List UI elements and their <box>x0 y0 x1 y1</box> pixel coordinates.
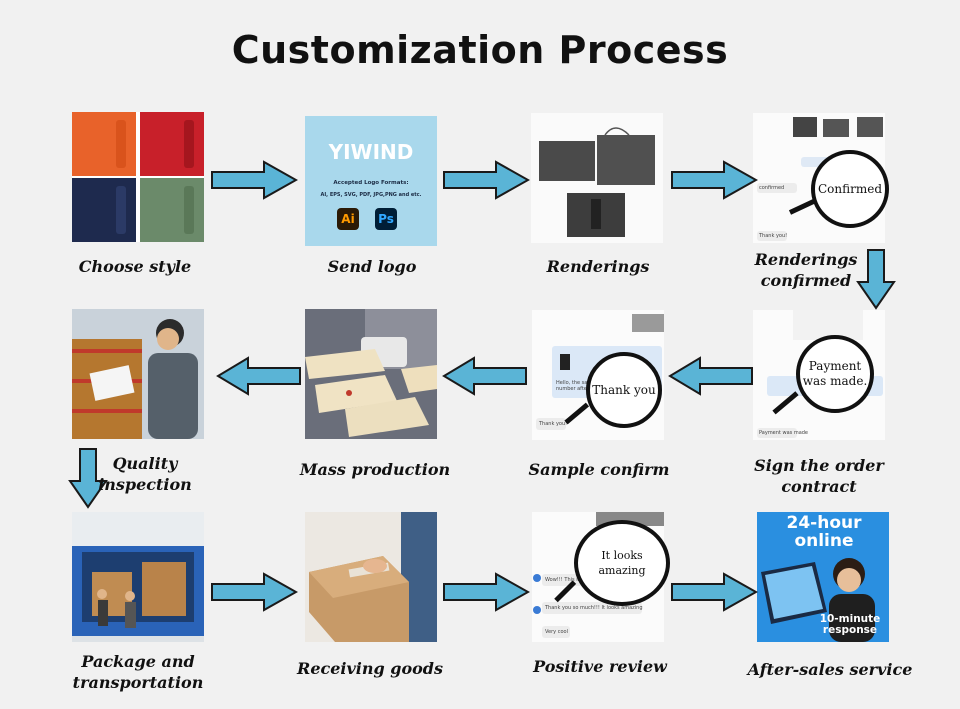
chat-sample-thank-text: Thank you! <box>539 421 568 427</box>
chat-confirmed-text: confirmed <box>759 185 785 191</box>
formats-list: AI, EPS, SVG, PDF, JPG,PNG and etc. <box>320 192 422 198</box>
magnifier-confirmed: Confirmed <box>811 150 889 228</box>
arrow-left-icon <box>216 356 301 396</box>
chat-verycool-text: Very cool <box>545 629 568 635</box>
arrow-down-icon <box>68 448 108 509</box>
arrow-right-icon <box>671 160 758 200</box>
response-badge: 10-minute response <box>819 613 881 636</box>
chat-thank-text: Thank you! <box>759 233 788 239</box>
production-line-photo <box>305 309 437 439</box>
illustrator-icon: Ai <box>337 208 359 230</box>
arrow-right-icon <box>211 160 298 200</box>
step-label: Package and transportation <box>72 652 204 692</box>
step-card-send-logo: YIWIND Accepted Logo Formats: AI, EPS, S… <box>305 116 437 246</box>
chat-payment-text: Payment was made <box>759 430 809 436</box>
online-headline: 24-hour online <box>786 513 862 551</box>
step-label: Renderings <box>546 257 650 276</box>
step-label: After-sales service <box>747 660 913 679</box>
magnifier-thank-you: Thank you <box>586 352 662 428</box>
arrow-left-icon <box>442 356 527 396</box>
arrow-left-icon <box>668 356 753 396</box>
step-label: Quality inspection <box>98 454 192 494</box>
chat-wow-text: Wow!!! This is b... <box>545 577 590 583</box>
arrow-right-icon <box>211 572 298 612</box>
box-rendering-image <box>531 113 663 243</box>
chat-hello-text: Hello, the sample number after... <box>556 380 600 392</box>
step-label: Send logo <box>327 257 417 276</box>
step-card-choose-style <box>72 112 204 242</box>
step-label: Receiving goods <box>297 659 443 678</box>
magnifier-amazing: It looks amazing <box>574 520 670 606</box>
photoshop-icon: Ps <box>375 208 397 230</box>
receiving-package-photo <box>305 512 437 642</box>
formats-heading: Accepted Logo Formats: <box>333 180 409 186</box>
page-title: Customization Process <box>231 28 729 72</box>
step-card-package-transport <box>72 512 204 642</box>
step-label: Mass production <box>299 460 451 479</box>
step-label: Choose style <box>78 257 192 276</box>
step-card-renderings <box>531 113 663 243</box>
notebook-sets-image <box>72 112 204 242</box>
chat-thanks-text: Thank you so much!!! It looks amazing <box>545 605 643 611</box>
truck-loading-photo <box>72 512 204 642</box>
arrow-down-icon <box>856 249 896 310</box>
yiwind-logo: YIWIND <box>328 140 414 164</box>
arrow-right-icon <box>443 572 530 612</box>
after-sales-image <box>757 512 889 642</box>
step-card-mass-production <box>305 309 437 439</box>
arrow-right-icon <box>671 572 758 612</box>
step-label: Sign the order contract <box>754 456 884 496</box>
step-card-receiving-goods <box>305 512 437 642</box>
step-card-after-sales: 24-hour online 10-minute response <box>757 512 889 642</box>
step-label: Positive review <box>533 657 667 676</box>
arrow-right-icon <box>443 160 530 200</box>
quality-inspection-photo <box>72 309 204 439</box>
magnifier-payment: Payment was made. <box>796 335 874 413</box>
step-label: Sample confirm <box>528 460 670 479</box>
step-card-quality-inspection <box>72 309 204 439</box>
step-label: Renderings confirmed <box>754 250 858 290</box>
